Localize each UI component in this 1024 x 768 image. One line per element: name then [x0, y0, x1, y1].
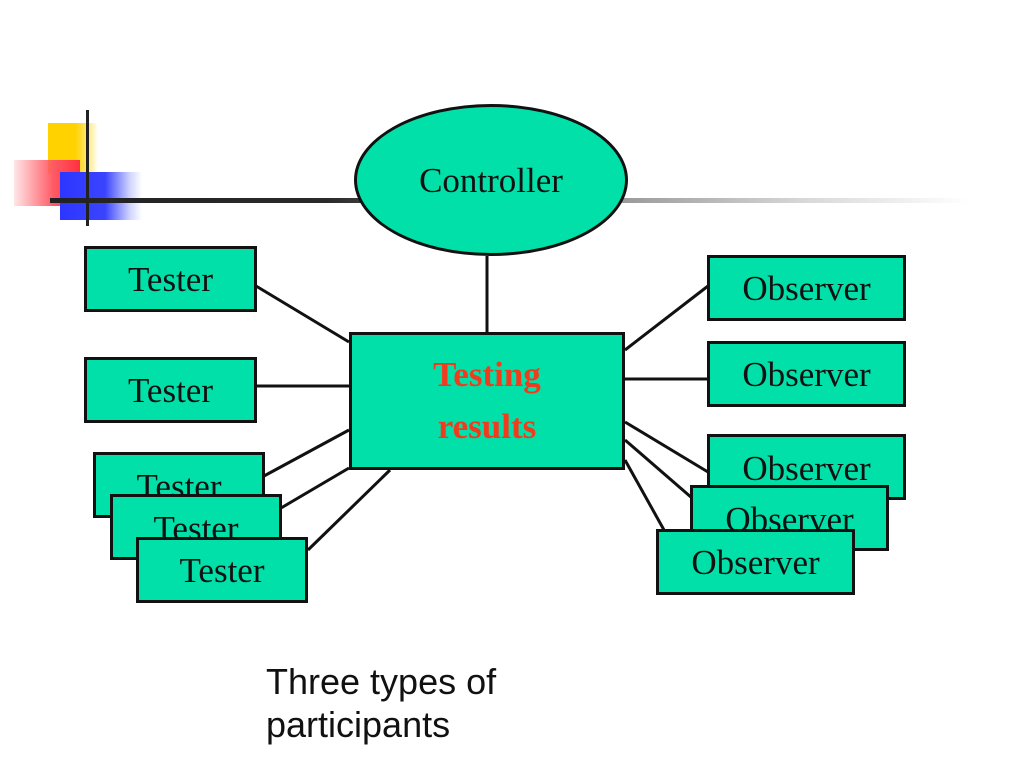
observer-box: Observer	[707, 255, 906, 321]
connector-tester-3	[263, 428, 350, 478]
decor-vertical-line	[86, 110, 89, 226]
observer-label: Observer	[742, 354, 871, 394]
tester-label: Tester	[127, 259, 213, 299]
tester-box: Tester	[84, 246, 257, 312]
connector-tester-5	[306, 468, 392, 552]
observer-label: Observer	[691, 542, 820, 582]
connector-observer-5	[623, 459, 666, 531]
caption-line2: participants	[266, 704, 451, 745]
connector-tester-4	[280, 466, 350, 510]
tester-box: Tester	[136, 537, 308, 603]
decor-blue-square	[60, 172, 142, 220]
caption: Three types of participants	[266, 660, 496, 746]
connector-tester-1	[255, 284, 350, 344]
testing-results-node: Testing results	[349, 332, 625, 470]
connector-observer-3	[624, 420, 709, 474]
tester-label: Tester	[179, 550, 265, 590]
observer-box: Observer	[656, 529, 855, 595]
caption-line1: Three types of	[266, 661, 497, 702]
connector-observer-1	[624, 284, 709, 352]
tester-label: Tester	[127, 370, 213, 410]
connector-observer-4	[624, 438, 693, 500]
controller-node: Controller	[354, 104, 628, 256]
observer-label: Observer	[742, 449, 871, 488]
observer-label: Observer	[742, 268, 871, 308]
observer-box: Observer	[707, 341, 906, 407]
testing-results-label-line2: results	[437, 407, 537, 446]
controller-label: Controller	[419, 160, 563, 200]
testing-results-label-line1: Testing	[433, 354, 541, 394]
tester-box: Tester	[84, 357, 257, 423]
